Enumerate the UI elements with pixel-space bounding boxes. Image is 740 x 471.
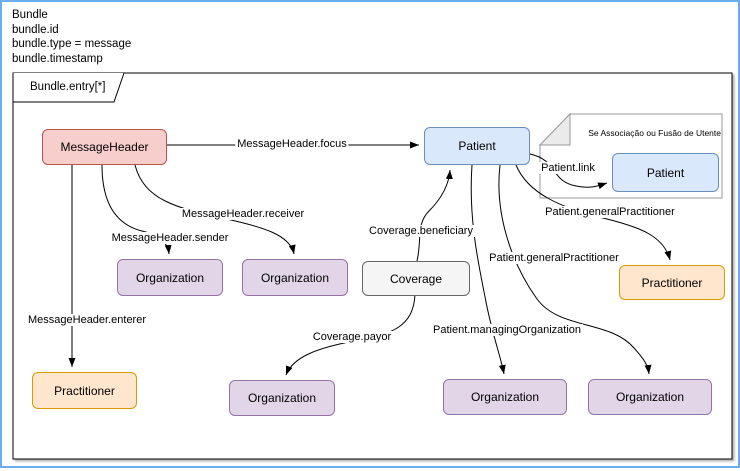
edge-managing-organization bbox=[470, 164, 506, 375]
node-patient[interactable]: Patient bbox=[424, 127, 530, 165]
node-label: Organization bbox=[470, 390, 540, 404]
node-label: Practitioner bbox=[54, 383, 115, 398]
edge-link bbox=[529, 153, 608, 190]
node-patient-linked[interactable]: Patient bbox=[612, 153, 719, 192]
node-label: Patient bbox=[458, 139, 496, 153]
edge-label-sender: MessageHeader.sender bbox=[109, 232, 231, 244]
node-organization-payor[interactable]: Organization bbox=[229, 380, 335, 416]
node-label: Organization bbox=[247, 391, 317, 405]
bundle-type: bundle.type = message bbox=[12, 38, 132, 50]
edge-label-receiver: MessageHeader.receiver bbox=[179, 208, 307, 220]
edge-label-general-practitioner-lower: Patient.generalPractitioner bbox=[487, 252, 621, 264]
edge-beneficiary bbox=[416, 169, 453, 262]
edge-label-general-practitioner-upper: Patient.generalPractitioner bbox=[543, 206, 677, 218]
node-label: MessageHeader bbox=[60, 140, 149, 154]
edge-label-managing-organization: Patient.managingOrganization bbox=[431, 324, 583, 336]
node-label: Practitioner bbox=[641, 275, 703, 290]
node-label: Coverage bbox=[389, 271, 443, 286]
node-organization-receiver[interactable]: Organization bbox=[242, 259, 348, 296]
edge-sender bbox=[101, 164, 172, 255]
note-text: Se Associação ou Fusão de Utente bbox=[588, 128, 721, 138]
edge-general-practitioner-lower bbox=[498, 164, 652, 375]
bundle-title: Bundle bbox=[12, 9, 48, 21]
node-label: Organization bbox=[615, 390, 685, 404]
node-organization-general[interactable]: Organization bbox=[588, 379, 712, 415]
edge-label-beneficiary: Coverage.beneficiary bbox=[367, 225, 475, 237]
node-coverage[interactable]: Coverage bbox=[362, 261, 470, 296]
bundle-timestamp: bundle.timestamp bbox=[12, 52, 103, 65]
container-tab-label: Bundle.entry[*] bbox=[30, 81, 106, 93]
edge-label-payor: Coverage.payor bbox=[310, 331, 394, 343]
node-organization-managing[interactable]: Organization bbox=[443, 379, 567, 415]
node-practitioner-enterer[interactable]: Practitioner bbox=[32, 372, 137, 409]
bundle-attributes: Bundle bundle.id bundle.type = message b… bbox=[12, 8, 131, 66]
edge-label-link: Patient.link bbox=[539, 162, 597, 174]
node-practitioner-general[interactable]: Practitioner bbox=[619, 265, 725, 300]
node-message-header[interactable]: MessageHeader bbox=[42, 129, 167, 165]
bundle-id: bundle.id bbox=[12, 23, 59, 36]
node-label: Organization bbox=[260, 270, 330, 285]
node-organization-sender[interactable]: Organization bbox=[117, 259, 223, 296]
note-fold bbox=[538, 112, 571, 146]
edge-label-focus: MessageHeader.focus bbox=[235, 138, 349, 150]
edge-label-enterer: MessageHeader.enterer bbox=[25, 314, 149, 326]
node-label: Patient bbox=[646, 165, 685, 180]
node-label: Organization bbox=[135, 270, 205, 285]
container-tab bbox=[12, 72, 125, 103]
